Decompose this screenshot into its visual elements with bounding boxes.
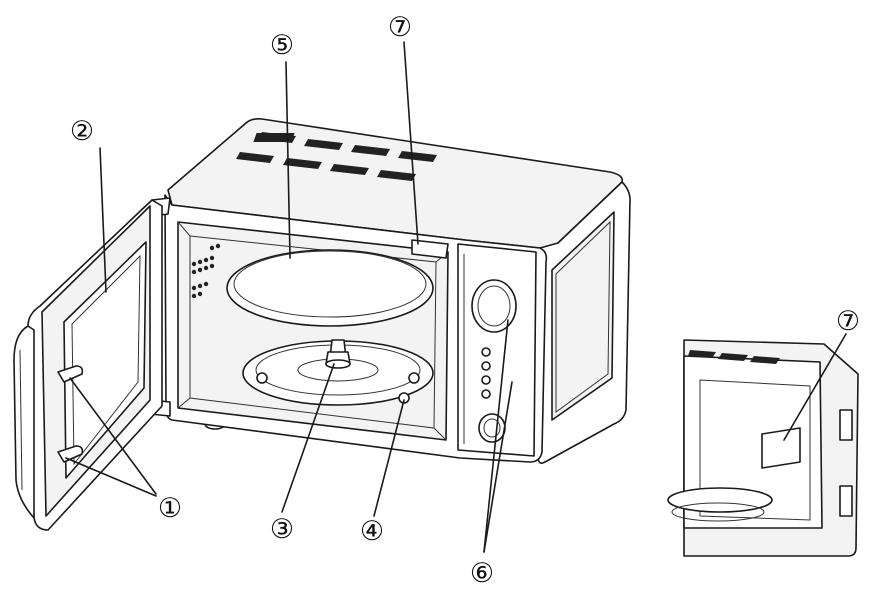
glass-tray-shape (226, 249, 434, 327)
top-vents (236, 132, 437, 181)
side-window (551, 211, 615, 421)
door-window-shape (63, 241, 147, 479)
turntable-shaft-shape (325, 339, 351, 369)
door-latch-shape (57, 365, 84, 383)
callout-waveguide-cover-detail: ⑦ (836, 306, 860, 337)
callout-labels: ① ② ③ ④ ⑤ ⑥ ⑦ ⑦ (70, 12, 860, 589)
callout-waveguide-cover: ⑦ (388, 12, 412, 43)
microwave-illustration (13, 118, 631, 531)
callout-door-latch: ① (158, 493, 182, 524)
callout-door-window: ② (70, 116, 94, 147)
detail-inset (667, 333, 859, 557)
waveguide-cover-shape (411, 239, 449, 259)
callout-roller-ring: ④ (360, 516, 384, 547)
control-buttons (481, 347, 491, 399)
waveguide-cover-detail-shape (761, 427, 801, 469)
power-knob (478, 413, 506, 443)
leader-lines (65, 41, 513, 553)
callout-control-panel: ⑥ (470, 558, 494, 589)
callout-glass-tray: ⑤ (270, 30, 294, 61)
cavity-vents (191, 243, 221, 299)
door (13, 199, 163, 531)
timer-dial (471, 279, 517, 333)
callout-turntable-shaft: ③ (270, 514, 294, 545)
